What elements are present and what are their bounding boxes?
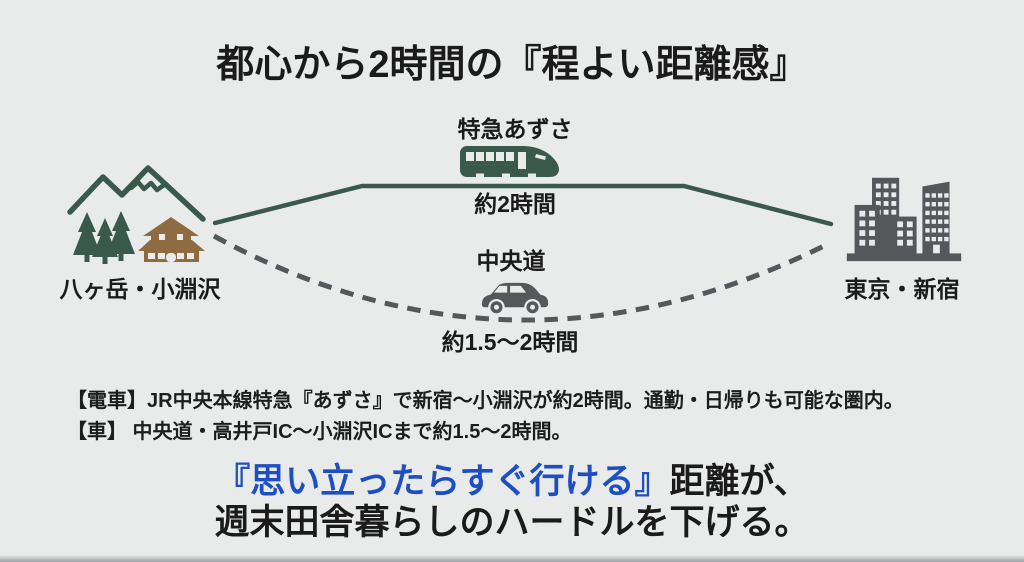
car-icon <box>481 282 549 314</box>
destination-label: 東京・新宿 <box>844 276 960 302</box>
note-car: 【車】 中央道・高井戸IC〜小淵沢ICまで約1.5〜2時間。 <box>67 421 572 443</box>
origin-label: 八ヶ岳・小淵沢 <box>59 276 221 302</box>
car-route-duration: 約1.5〜2時間 <box>441 329 579 355</box>
city-buildings-icon <box>846 177 962 262</box>
pine-trees-icon <box>73 211 135 264</box>
statement-line1-rest: 距離が、 <box>669 462 809 501</box>
page-title: 都心から2時間の『程よい距離感』 <box>216 44 808 86</box>
train-route-duration: 約2時間 <box>474 191 556 217</box>
train-route-line <box>212 183 834 227</box>
car-route-name: 中央道 <box>476 248 546 274</box>
house-icon <box>138 217 205 262</box>
mountain-icon <box>67 165 206 222</box>
train-route-name: 特急あずさ <box>457 116 573 142</box>
express-train-icon <box>460 146 559 178</box>
bottom-edge-shadow <box>0 555 1024 562</box>
car-route-line <box>212 233 830 323</box>
mountain-forest-house-icon <box>67 165 206 264</box>
note-train: 【電車】JR中央本線特急『あずさ』で新宿〜小淵沢が約2時間。通勤・日帰りも可能な… <box>67 390 904 412</box>
statement-highlight: 『思い立ったらすぐ行ける』 <box>215 462 670 501</box>
statement-line2: 週末田舎暮らしのハードルを下げる。 <box>214 503 810 542</box>
statement-block: 『思い立ったらすぐ行ける』距離が、 週末田舎暮らしのハードルを下げる。 <box>0 461 1024 543</box>
statement-line1: 『思い立ったらすぐ行ける』距離が、 <box>0 461 1024 502</box>
notes-block: 【電車】JR中央本線特急『あずさ』で新宿〜小淵沢が約2時間。通勤・日帰りも可能な… <box>67 386 987 448</box>
